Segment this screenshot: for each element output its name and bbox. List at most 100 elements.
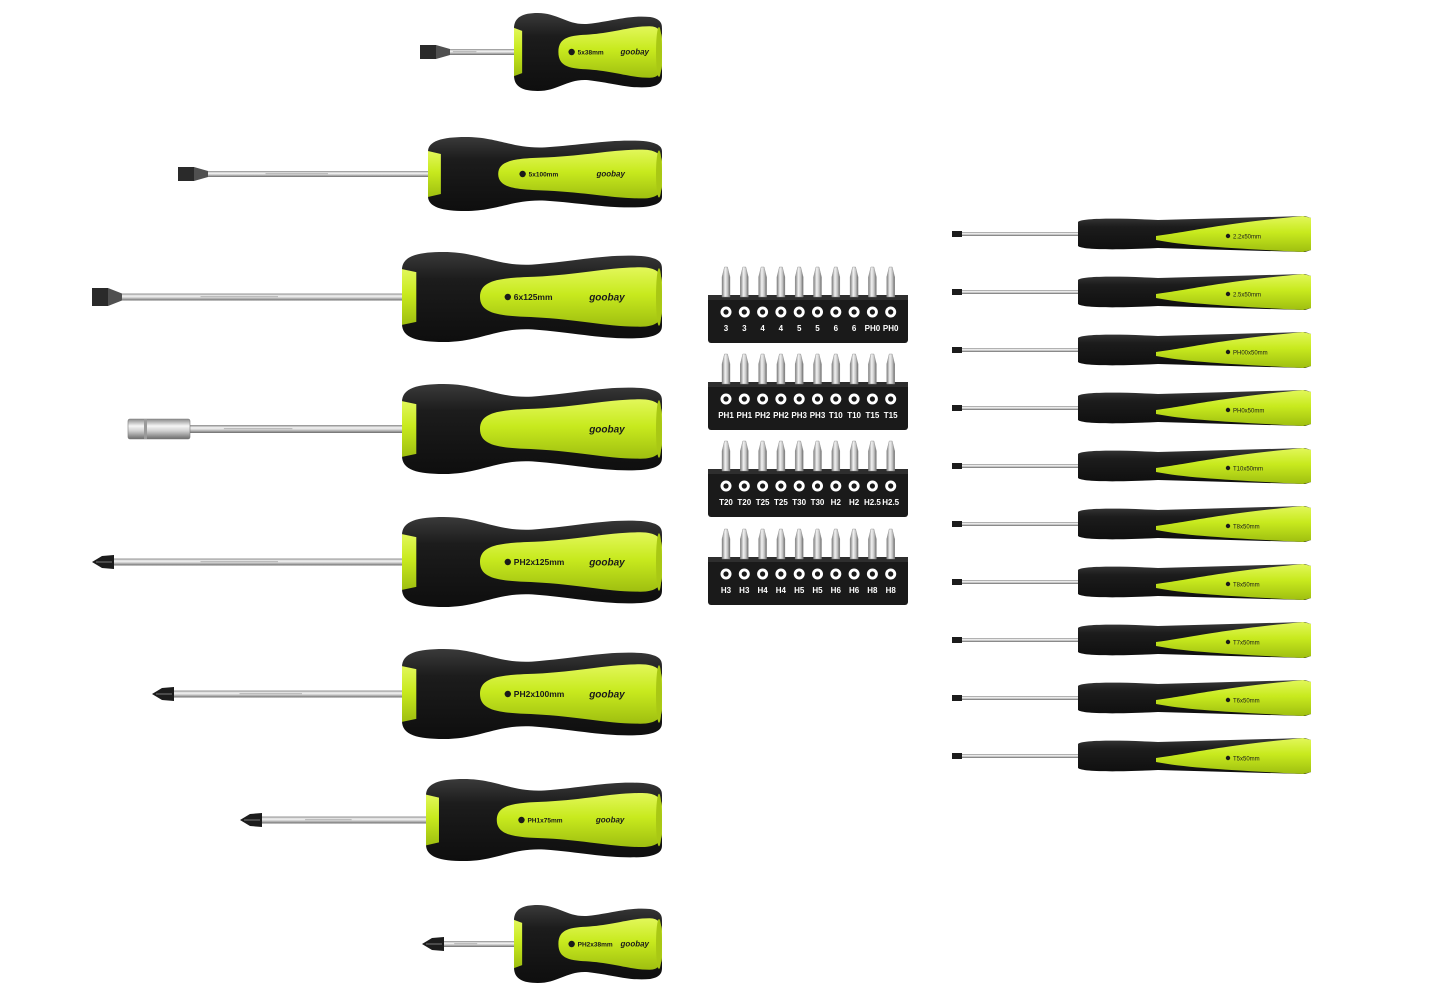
- bit-label: T30: [811, 498, 825, 507]
- handle-grip: [480, 399, 662, 459]
- bit-symbol-center: [833, 396, 839, 402]
- bit-symbol-center: [869, 571, 876, 577]
- bit-label: T20: [737, 498, 751, 507]
- bit: [758, 440, 767, 472]
- shaft-engraving: [223, 428, 293, 430]
- bit-label: 5: [815, 324, 820, 333]
- bit: [886, 528, 895, 560]
- bit-symbol-center: [851, 309, 857, 315]
- bit: [776, 528, 786, 560]
- bit-label: H4: [757, 586, 768, 595]
- handle-end-cap: [656, 919, 662, 969]
- bit: [813, 266, 822, 298]
- size-label: 5x100mm: [529, 171, 559, 178]
- shaft: [960, 754, 1080, 758]
- slot-symbol-icon: [519, 170, 526, 178]
- handle-grip: [558, 26, 662, 78]
- bit-holder-icon: [127, 418, 191, 440]
- bit: [849, 528, 859, 560]
- handle-grip: [1156, 274, 1311, 310]
- brand-logo-text: goobay: [620, 48, 650, 57]
- bit-label: H2: [849, 498, 860, 507]
- bit-symbol-center: [760, 571, 766, 577]
- tip-icon: [952, 231, 962, 237]
- shaft-engraving: [305, 819, 352, 821]
- bit: [776, 353, 786, 385]
- bit-label: H6: [831, 586, 842, 595]
- slot-symbol-icon: [504, 293, 511, 301]
- bit-label: PH0: [883, 324, 899, 333]
- bit-label: T30: [792, 498, 806, 507]
- bit-label: PH0: [865, 324, 881, 333]
- size-label: 2.2x50mm: [1233, 235, 1261, 241]
- size-label: T8x50mm: [1233, 525, 1260, 531]
- bit-rack-body: [708, 557, 908, 605]
- brand-logo-text: goobay: [620, 940, 650, 949]
- handle-grip: [1156, 332, 1311, 368]
- bit-holder-ring: [144, 419, 147, 439]
- bit: [721, 528, 731, 560]
- bit: [831, 266, 840, 298]
- shaft: [960, 290, 1080, 294]
- bit-label: T10: [847, 411, 861, 420]
- tip-icon: [952, 521, 962, 527]
- bit-symbol-center: [723, 571, 729, 577]
- bit-symbol-center: [796, 396, 802, 402]
- bit: [721, 440, 731, 472]
- bit-label: 3: [742, 324, 747, 333]
- bit-symbol-center: [869, 396, 876, 402]
- bit-label: H3: [721, 586, 732, 595]
- bit-symbol-center: [869, 483, 876, 489]
- shaft-engraving: [452, 51, 477, 53]
- size-label: T6x50mm: [1233, 699, 1260, 705]
- bit-symbol-center: [814, 571, 821, 577]
- bit-symbol-center: [833, 571, 839, 577]
- bit-rack-body: [708, 382, 908, 430]
- bit-label: PH1: [737, 411, 753, 420]
- screwdriver-4: goobay: [127, 384, 662, 474]
- bit-label: 4: [779, 324, 784, 333]
- bit-label: PH2: [773, 411, 789, 420]
- bit-symbol-center: [888, 309, 894, 315]
- bit-symbol-center: [796, 309, 802, 315]
- bit-symbol-center: [851, 396, 857, 402]
- bit-label: H2: [831, 498, 842, 507]
- bit: [740, 440, 749, 472]
- bit-label: 5: [797, 324, 802, 333]
- size-symbol-icon: [1225, 407, 1231, 413]
- bit: [813, 528, 822, 560]
- tip-icon: [952, 695, 962, 701]
- bit-rack-top-edge: [708, 557, 908, 562]
- handle-end-cap: [656, 150, 662, 198]
- bit-label: H8: [886, 586, 897, 595]
- size-label: 5x38mm: [578, 49, 604, 56]
- bit-symbol-center: [741, 309, 747, 315]
- precision-screwdriver-3: PH00x50mm: [952, 332, 1311, 368]
- precision-screwdriver-1: 2.2x50mm: [952, 216, 1311, 252]
- bit-label: 6: [852, 324, 857, 333]
- size-symbol-icon: [1225, 465, 1231, 471]
- size-label: T5x50mm: [1233, 757, 1260, 763]
- bit: [813, 353, 822, 385]
- precision-screwdriver-4: PH0x50mm: [952, 390, 1311, 426]
- bit: [758, 353, 767, 385]
- bit: [795, 266, 804, 298]
- shaft: [960, 522, 1080, 526]
- bit-label: H6: [849, 586, 860, 595]
- bit-label: 6: [834, 324, 839, 333]
- handle-grip: [1156, 622, 1311, 658]
- handle-front-ring: [402, 269, 417, 325]
- handle-end-cap: [656, 268, 662, 326]
- screwdriver-1: 5x38mm goobay: [420, 13, 662, 91]
- handle-end-cap: [656, 400, 662, 458]
- size-label: PH2x38mm: [578, 941, 613, 948]
- tip-icon: [952, 637, 962, 643]
- precision-screwdriver-5: T10x50mm: [952, 448, 1311, 484]
- size-label: PH00x50mm: [1233, 351, 1268, 357]
- bit-label: 4: [760, 324, 765, 333]
- brand-logo-text: goobay: [595, 170, 625, 179]
- size-symbol-icon: [1225, 755, 1231, 761]
- size-label: PH2x125mm: [514, 557, 565, 567]
